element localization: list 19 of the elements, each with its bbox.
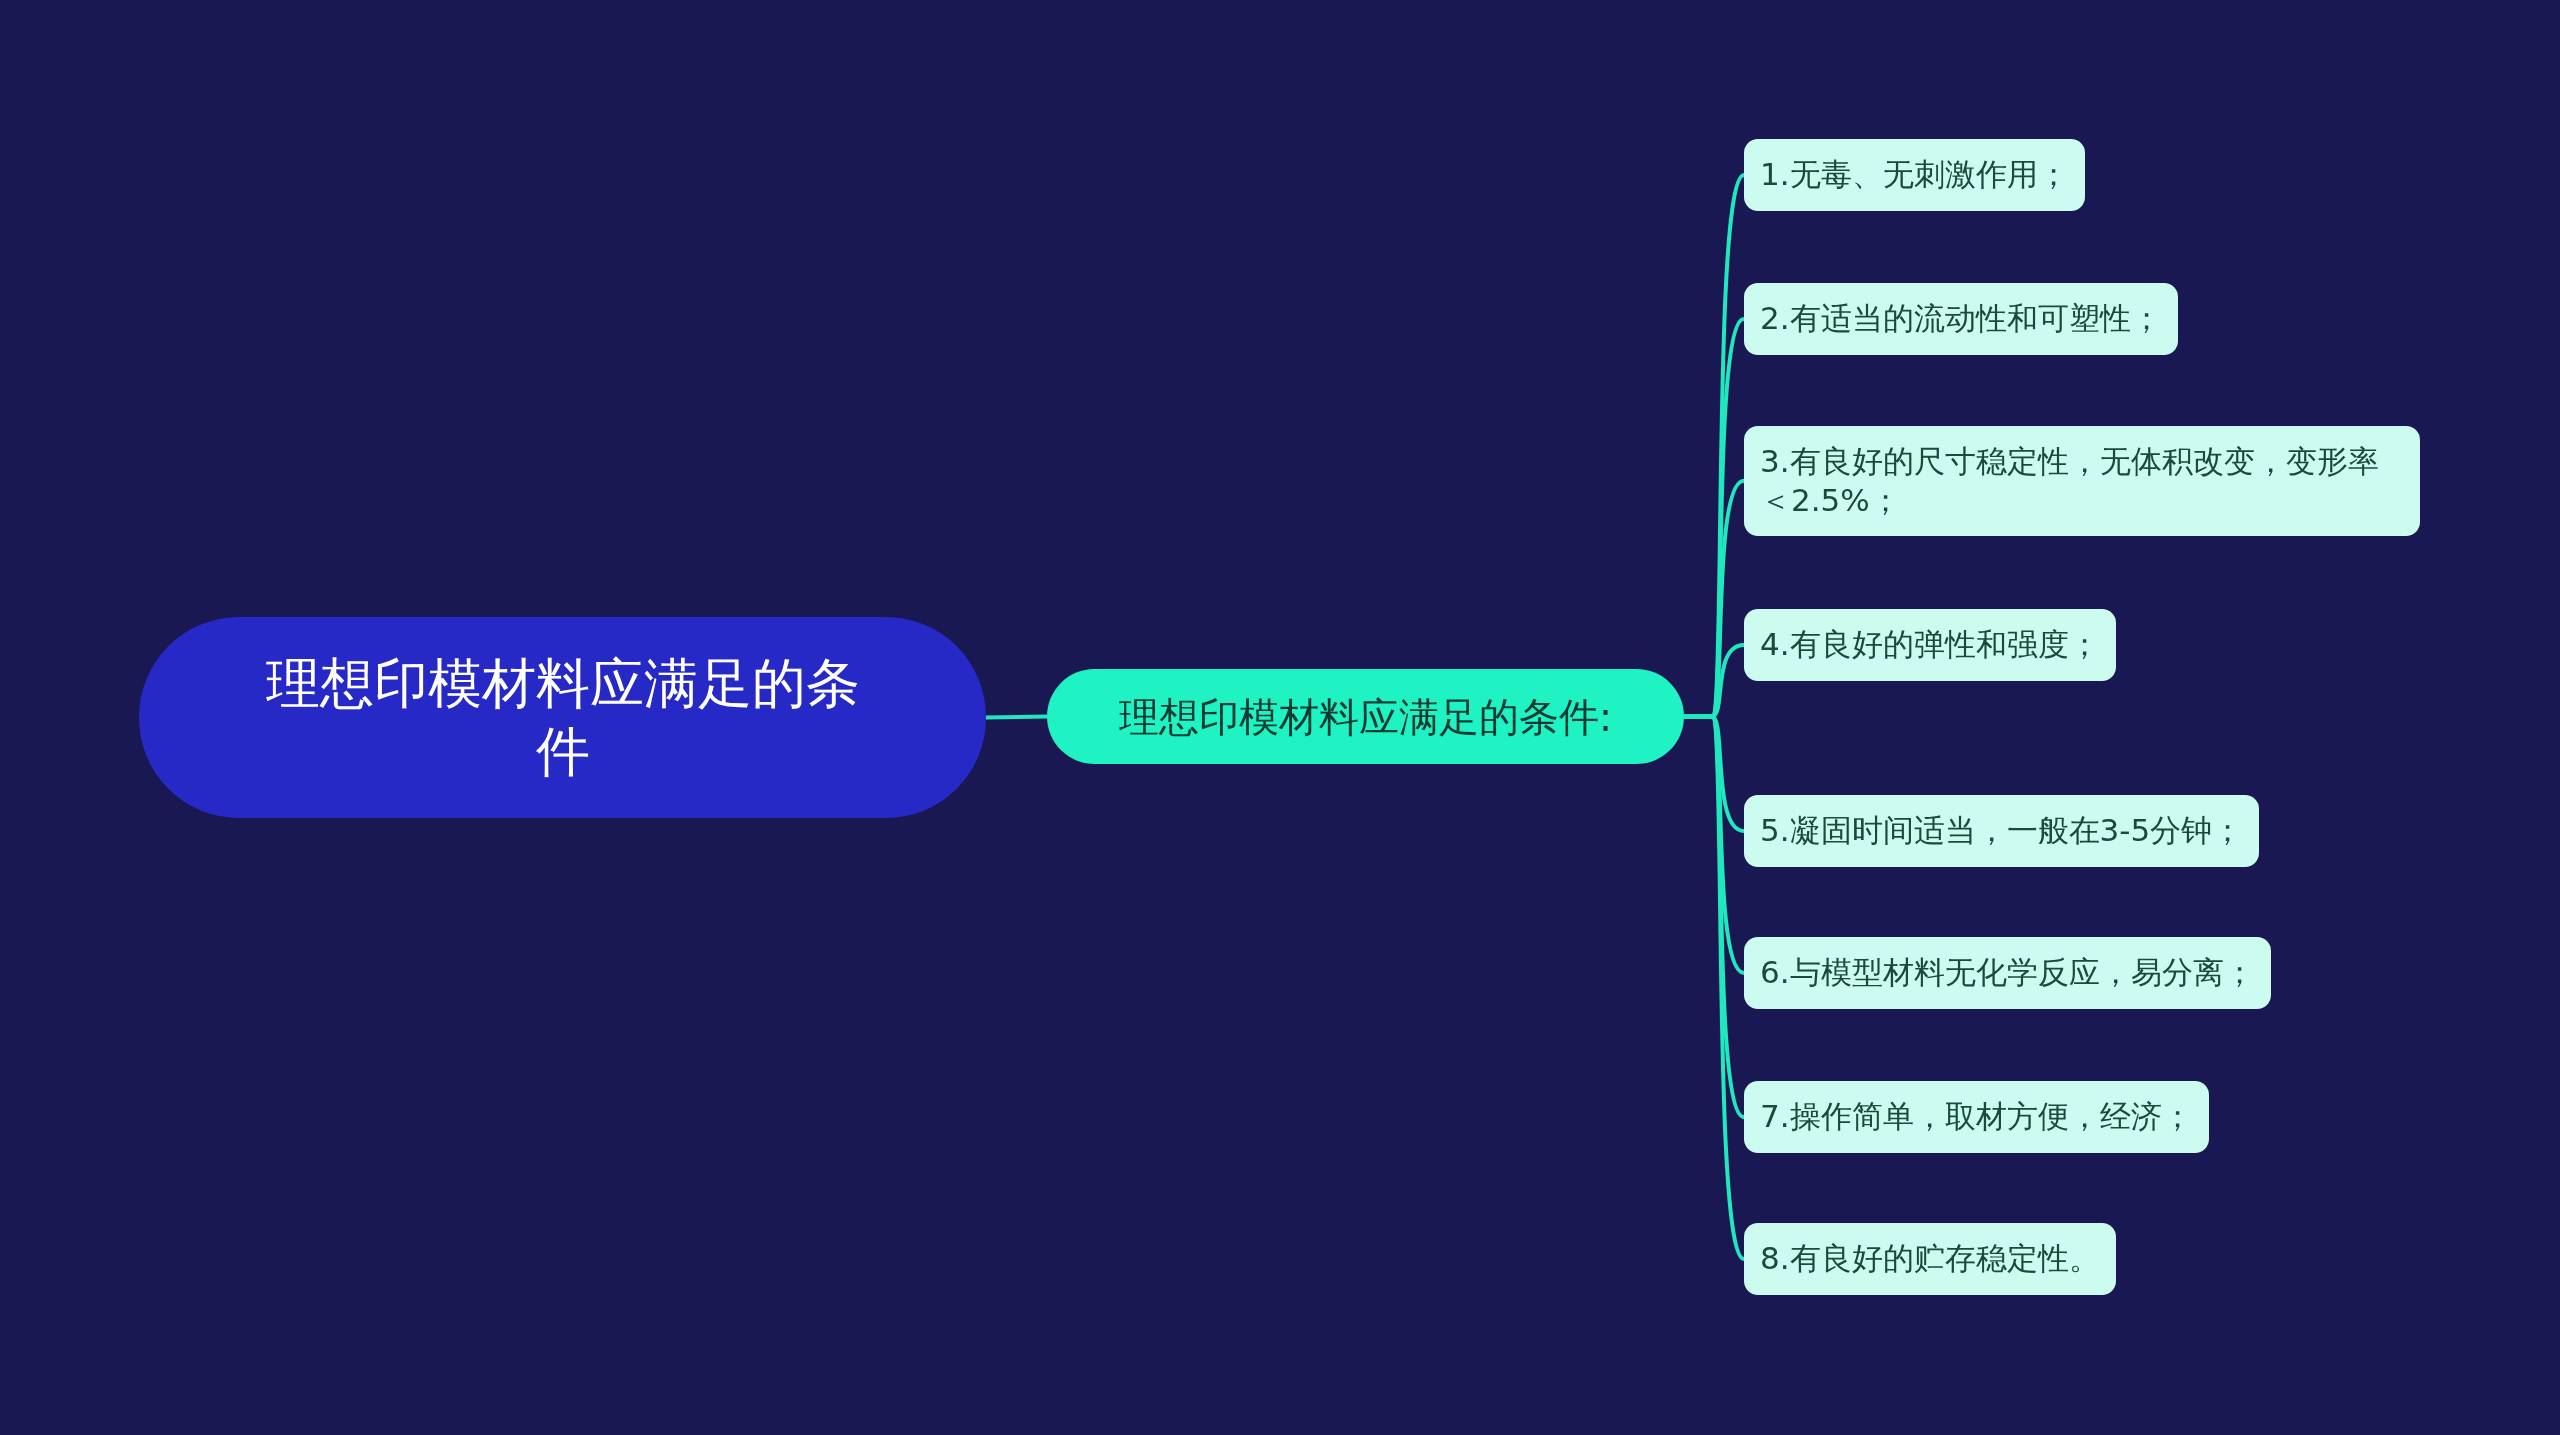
topic-text: 1.无毒、无刺激作用； xyxy=(1760,155,2069,194)
topic-text: 6.与模型材料无化学反应，易分离； xyxy=(1760,953,2255,992)
subtopic-box xyxy=(1744,1223,2116,1295)
topic-text: 理想印模材料应满足的条件 xyxy=(264,651,861,785)
subtopic-box xyxy=(1744,1081,2209,1153)
topic-text: 4.有良好的弹性和强度； xyxy=(1760,625,2100,664)
connector-line xyxy=(985,714,1048,720)
subtopic-box xyxy=(1744,426,2420,536)
topic-text: 3.有良好的尺寸稳定性，无体积改变，变形率＜2.5%； xyxy=(1760,442,2380,520)
subtopic-box xyxy=(1744,795,2260,867)
topic-text: 理想印模材料应满足的条件: xyxy=(1118,692,1613,742)
topic-text: 5.凝固时间适当，一般在3-5分钟； xyxy=(1760,811,2244,850)
subtopic-box xyxy=(1744,139,2085,211)
topic-text: 8.有良好的贮存稳定性。 xyxy=(1760,1239,2100,1278)
topic-text: 2.有适当的流动性和可塑性； xyxy=(1760,299,2162,338)
subtopic-box xyxy=(1744,609,2116,681)
subtopic-box xyxy=(1744,937,2271,1009)
topic-text: 7.操作简单，取材方便，经济； xyxy=(1760,1097,2193,1136)
subtopic-box xyxy=(1744,283,2178,355)
